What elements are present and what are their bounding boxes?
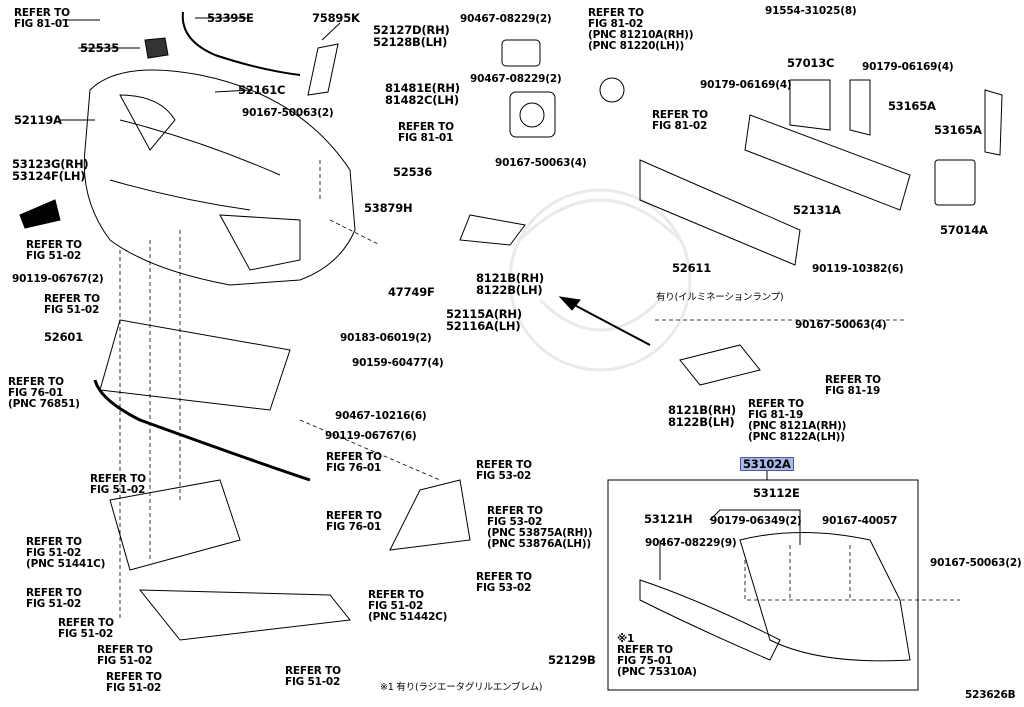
refer-fig-81-02-a: REFER TO FIG 81-02 (PNC 81210A(RH)) (PNC… (588, 7, 694, 52)
part-90167-40057[interactable]: 90167-40057 (822, 515, 898, 527)
part-90167-50063-2-b[interactable]: 90167-50063(2) (930, 557, 1022, 569)
part-90467-08229-2-b[interactable]: 90467-08229(2) (470, 73, 562, 85)
part-53112E[interactable]: 53112E (753, 486, 800, 500)
part-90167-50063-4-b[interactable]: 90167-50063(4) (795, 319, 887, 331)
part-52601[interactable]: 52601 (44, 330, 84, 344)
part-75895K[interactable]: 75895K (312, 11, 360, 25)
part-52119A[interactable]: 52119A (14, 113, 62, 127)
part-53102A[interactable]: 53102A (740, 457, 794, 471)
part-90167-50063-4-a[interactable]: 90167-50063(4) (495, 157, 587, 169)
part-52611[interactable]: 52611 (672, 261, 712, 275)
refer-fig-76-01-a: REFER TO FIG 76-01 (326, 451, 382, 474)
part-53165A-b[interactable]: 53165A (934, 123, 982, 137)
part-90167-50063-2[interactable]: 90167-50063(2) (242, 107, 334, 119)
refer-fig-76-01-b: REFER TO FIG 76-01 (326, 510, 382, 533)
part-53121H[interactable]: 53121H (644, 512, 693, 526)
part-52535[interactable]: 52535 (80, 41, 120, 55)
grille-shape (739, 532, 911, 662)
part-90467-08229-2-a[interactable]: 90467-08229(2) (460, 13, 552, 25)
refer-fig-51-02-g: REFER TO FIG 51-02 (285, 665, 341, 688)
part-53123G[interactable]: 53123G(RH) 53124F(LH) (12, 157, 89, 183)
refer-fig-51-02-f: REFER TO FIG 51-02 (97, 644, 153, 667)
part-57014A[interactable]: 57014A (940, 223, 988, 237)
refer-fig-51-02-pnc-51441c: REFER TO FIG 51-02 (PNC 51441C) (26, 536, 106, 570)
part-47749F[interactable]: 47749F (388, 285, 435, 299)
part-52115A[interactable]: 52115A(RH) 52116A(LH) (446, 307, 522, 333)
footnote-radiator-grille-emblem: ※1 有り(ラジエータグリルエンブレム) (380, 682, 543, 693)
refer-fig-81-02-b: REFER TO FIG 81-02 (652, 109, 708, 132)
reinforcement-beam (744, 114, 911, 211)
diagram-id: 523626B (965, 689, 1016, 701)
optional-illumination-lamp-note: 有り(イルミネーションランプ) (656, 292, 784, 303)
refer-fig-81-19-a: REFER TO FIG 81-19 (825, 374, 881, 397)
part-53879H[interactable]: 53879H (364, 201, 413, 215)
refer-fig-81-19-b: REFER TO FIG 81-19 (PNC 8121A(RH)) (PNC … (748, 398, 847, 443)
refer-fig-76-01-pnc: REFER TO FIG 76-01 (PNC 76851) (8, 376, 80, 410)
part-90179-06169-4-a[interactable]: 90179-06169(4) (862, 61, 954, 73)
part-52127D[interactable]: 52127D(RH) 52128B(LH) (373, 23, 450, 49)
part-90179-06349-2[interactable]: 90179-06349(2) (710, 515, 802, 527)
part-90119-10382-6[interactable]: 90119-10382(6) (812, 263, 904, 275)
part-90159-60477-4[interactable]: 90159-60477(4) (352, 357, 444, 369)
part-90467-10216-6[interactable]: 90467-10216(6) (335, 410, 427, 422)
part-8121B[interactable]: 8121B(RH) 8122B(LH) (476, 271, 544, 297)
refer-fig-51-02-pnc-51442c: REFER TO FIG 51-02 (PNC 51442C) (368, 589, 448, 623)
refer-fig-53-02-a: REFER TO FIG 53-02 (476, 459, 532, 482)
part-90179-06169-4-b[interactable]: 90179-06169(4) (700, 79, 792, 91)
refer-fig-51-02-h: REFER TO FIG 51-02 (106, 671, 162, 694)
refer-fig-81-01-top: REFER TO FIG 81-01 (14, 7, 70, 30)
refer-fig-81-01-mid: REFER TO FIG 81-01 (398, 121, 454, 144)
part-81481E[interactable]: 81481E(RH) 81482C(LH) (385, 81, 460, 107)
part-57013C[interactable]: 57013C (787, 56, 835, 70)
part-90119-06767-2[interactable]: 90119-06767(2) (12, 273, 104, 285)
part-52161C[interactable]: 52161C (238, 83, 286, 97)
part-52536[interactable]: 52536 (393, 165, 433, 179)
part-91554-31025-8[interactable]: 91554-31025(8) (765, 5, 857, 17)
part-53395E[interactable]: 53395E (207, 11, 254, 25)
refer-fig-51-02-c: REFER TO FIG 51-02 (90, 473, 146, 496)
refer-fig-75-01-pnc: ※1 REFER TO FIG 75-01 (PNC 75310A) (617, 633, 697, 678)
part-52129B[interactable]: 52129B (548, 653, 596, 667)
part-52131A[interactable]: 52131A (793, 203, 841, 217)
refer-fig-51-02-d: REFER TO FIG 51-02 (26, 587, 82, 610)
watermark-emblem (508, 188, 692, 372)
part-90119-06767-6[interactable]: 90119-06767(6) (325, 430, 417, 442)
part-90467-08229-9[interactable]: 90467-08229(9) (645, 537, 737, 549)
refer-fig-51-02-b: REFER TO FIG 51-02 (44, 293, 100, 316)
refer-fig-51-02-a: REFER TO FIG 51-02 (26, 239, 82, 262)
bumper-cover-shape (83, 69, 356, 286)
part-90183-06019-2[interactable]: 90183-06019(2) (340, 332, 432, 344)
part-53165A-a[interactable]: 53165A (888, 99, 936, 113)
refer-fig-53-02-b: REFER TO FIG 53-02 (476, 571, 532, 594)
refer-fig-51-02-e: REFER TO FIG 51-02 (58, 617, 114, 640)
part-8121B-lamp[interactable]: 8121B(RH) 8122B(LH) (668, 403, 736, 429)
refer-fig-53-02-pnc: REFER TO FIG 53-02 (PNC 53875A(RH)) (PNC… (487, 505, 593, 550)
